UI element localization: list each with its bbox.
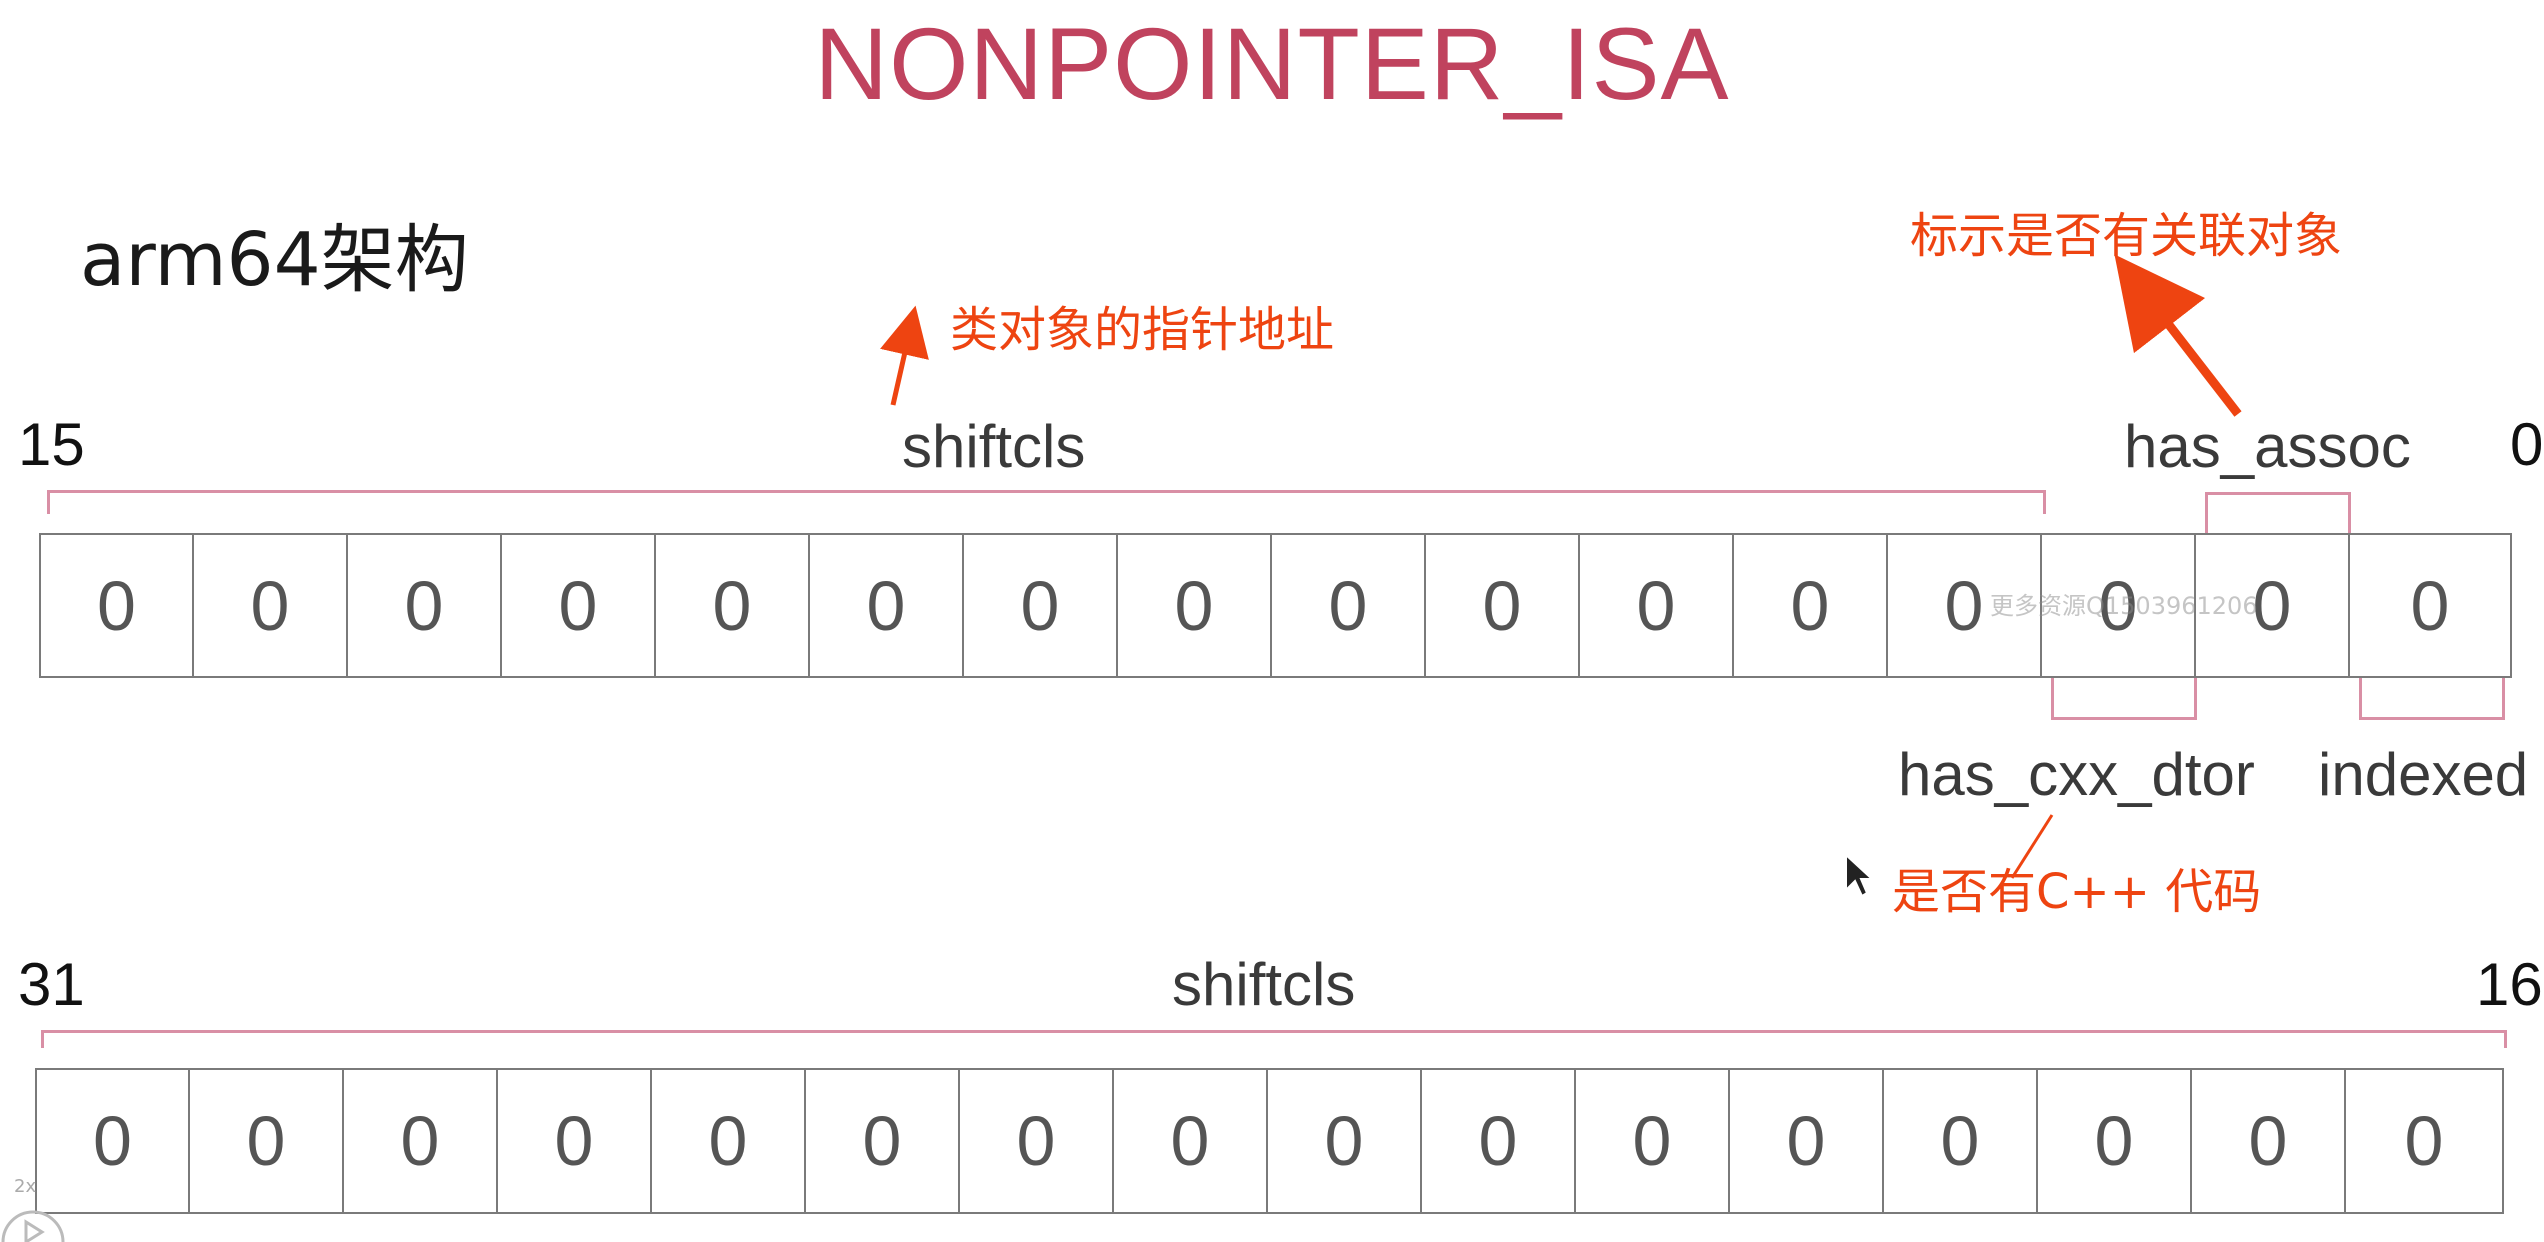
bit-cell: 0	[2344, 1068, 2504, 1214]
bit-cell: 0	[342, 1068, 498, 1214]
playback-speed[interactable]: 2x	[14, 1176, 37, 1197]
shiftcls-bracket	[47, 490, 2046, 514]
bit-cell: 0	[2190, 1068, 2346, 1214]
bit-label-31: 31	[18, 951, 85, 1018]
watermark: 更多资源Q1503961206	[1990, 592, 2258, 620]
has-cxx-dtor-bracket	[2051, 678, 2197, 720]
page-title: NONPOINTER_ISA	[814, 7, 1730, 121]
bit-label-16: 16	[2476, 951, 2543, 1018]
bit-cell: 0	[962, 533, 1118, 678]
bit-cell: 0	[958, 1068, 1114, 1214]
bit-cell: 0	[1116, 533, 1272, 678]
bit-cell: 0	[496, 1068, 652, 1214]
bit-cell: 0	[1728, 1068, 1884, 1214]
bit-cell: 0	[804, 1068, 960, 1214]
shiftcls-annotation: 类对象的指针地址	[950, 302, 1335, 358]
bit-cell: 0	[346, 533, 502, 678]
bit-label-0: 0	[2510, 411, 2544, 478]
has-assoc-bracket	[2205, 492, 2351, 534]
bit-cell: 0	[654, 533, 810, 678]
bit-cell: 0	[1578, 533, 1734, 678]
architecture-subtitle: arm64架构	[80, 217, 469, 303]
bit-cell: 0	[39, 533, 194, 678]
bit-cell: 0	[35, 1068, 190, 1214]
play-icon	[1, 1210, 65, 1242]
field-label-shiftcls-upper: shiftcls	[1172, 951, 1356, 1018]
bit-cell: 0	[1882, 1068, 2038, 1214]
bit-cell: 0	[2348, 533, 2512, 678]
cxx-arrow	[2010, 814, 2054, 879]
mouse-cursor-icon	[1845, 852, 1875, 898]
bit-label-15: 15	[18, 411, 85, 478]
bit-cell: 0	[1574, 1068, 1730, 1214]
field-label-indexed: indexed	[2318, 741, 2529, 808]
field-label-has-assoc: has_assoc	[2124, 413, 2411, 480]
bit-cell: 0	[808, 533, 964, 678]
bit-cell: 0	[188, 1068, 344, 1214]
bit-cell: 0	[500, 533, 656, 678]
bit-cell: 0	[1112, 1068, 1268, 1214]
bit-cell: 0	[2036, 1068, 2192, 1214]
cxx-annotation: 是否有C++ 代码	[1892, 864, 2262, 920]
bit-cell: 0	[1420, 1068, 1576, 1214]
bit-cell: 0	[192, 533, 348, 678]
bit-cell: 0	[1732, 533, 1888, 678]
field-label-has-cxx-dtor: has_cxx_dtor	[1898, 741, 2255, 808]
indexed-bracket	[2359, 678, 2505, 720]
field-label-shiftcls: shiftcls	[902, 413, 1086, 480]
bit-cell: 0	[650, 1068, 806, 1214]
play-button[interactable]	[0, 1180, 66, 1242]
shiftcls-upper-bracket	[41, 1030, 2507, 1048]
has-assoc-arrow	[2114, 254, 2242, 417]
bit-cell: 0	[1270, 533, 1426, 678]
bit-cell: 0	[1266, 1068, 1422, 1214]
shiftcls-arrow	[880, 305, 929, 406]
bit-cell: 0	[1424, 533, 1580, 678]
